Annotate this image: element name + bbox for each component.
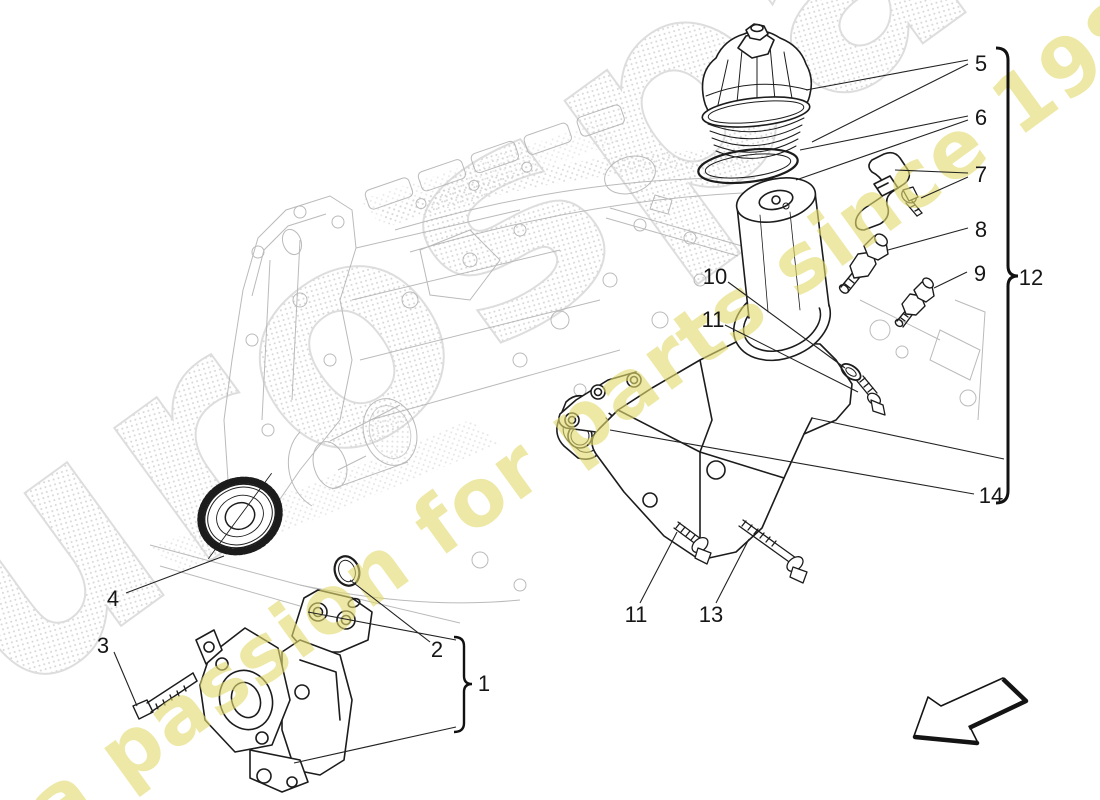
leader-3 — [113, 651, 138, 707]
bracket-1-brace — [453, 635, 473, 734]
leader-2 — [349, 579, 431, 643]
oil-filter-cartridge — [735, 177, 830, 319]
oil-pump-drive-gear — [197, 473, 283, 559]
detailed-parts — [132, 23, 935, 793]
callout-13: 13 — [699, 602, 723, 627]
callout-4: 4 — [107, 586, 119, 611]
leader-5b — [811, 63, 969, 143]
leader-1-bottom — [293, 726, 457, 764]
callout-10: 10 — [703, 264, 727, 289]
leader-14b — [811, 417, 1005, 460]
oil-pump — [195, 589, 373, 793]
callout-7: 7 — [975, 162, 987, 187]
callout-9: 9 — [974, 261, 986, 286]
leader-14a — [609, 429, 975, 495]
leader-6a — [799, 115, 969, 151]
pump-bolt — [132, 672, 198, 720]
callout-5: 5 — [975, 51, 987, 76]
callout-11-upper: 11 — [702, 307, 725, 332]
direction-arrow-icon — [912, 677, 1029, 746]
callout-12: 12 — [1019, 265, 1043, 290]
mounting-bracket — [854, 151, 923, 231]
leader-10 — [727, 281, 846, 369]
leader-8 — [887, 227, 969, 251]
leader-6b — [795, 119, 969, 181]
cap-seal-ring — [697, 147, 799, 185]
callout-11-lower: 11 — [625, 602, 648, 627]
leader-11-upper — [724, 324, 859, 393]
callout-6: 6 — [975, 105, 987, 130]
temperature-sensor — [894, 277, 935, 328]
callout-8: 8 — [975, 217, 987, 242]
leader-4 — [125, 555, 225, 594]
leader-5a — [805, 59, 969, 91]
leader-11-lower — [639, 531, 678, 604]
callout-1: 1 — [478, 671, 490, 696]
oil-filter-cap — [701, 23, 813, 159]
leader-13 — [715, 538, 750, 604]
housing-bolt-short — [673, 521, 712, 565]
bracket-12-brace — [995, 46, 1019, 505]
leader-7b — [920, 176, 969, 199]
leader-7a — [894, 169, 969, 174]
housing-bolt-upper — [856, 375, 886, 416]
housing-bolt-long — [738, 519, 808, 584]
callout-2: 2 — [431, 637, 443, 662]
oil-pressure-sensor — [838, 233, 889, 294]
callout-14: 14 — [979, 483, 1003, 508]
grouping-braces — [453, 46, 1019, 734]
leader-1-top — [307, 611, 457, 641]
callout-3: 3 — [97, 633, 109, 658]
pump-o-ring — [333, 555, 361, 587]
leader-9 — [933, 271, 968, 289]
callout-labels: 5 6 7 8 9 12 10 11 14 4 3 2 1 11 13 — [97, 51, 1043, 696]
leader-lines — [113, 59, 1005, 764]
bracket-bolt — [901, 186, 923, 217]
